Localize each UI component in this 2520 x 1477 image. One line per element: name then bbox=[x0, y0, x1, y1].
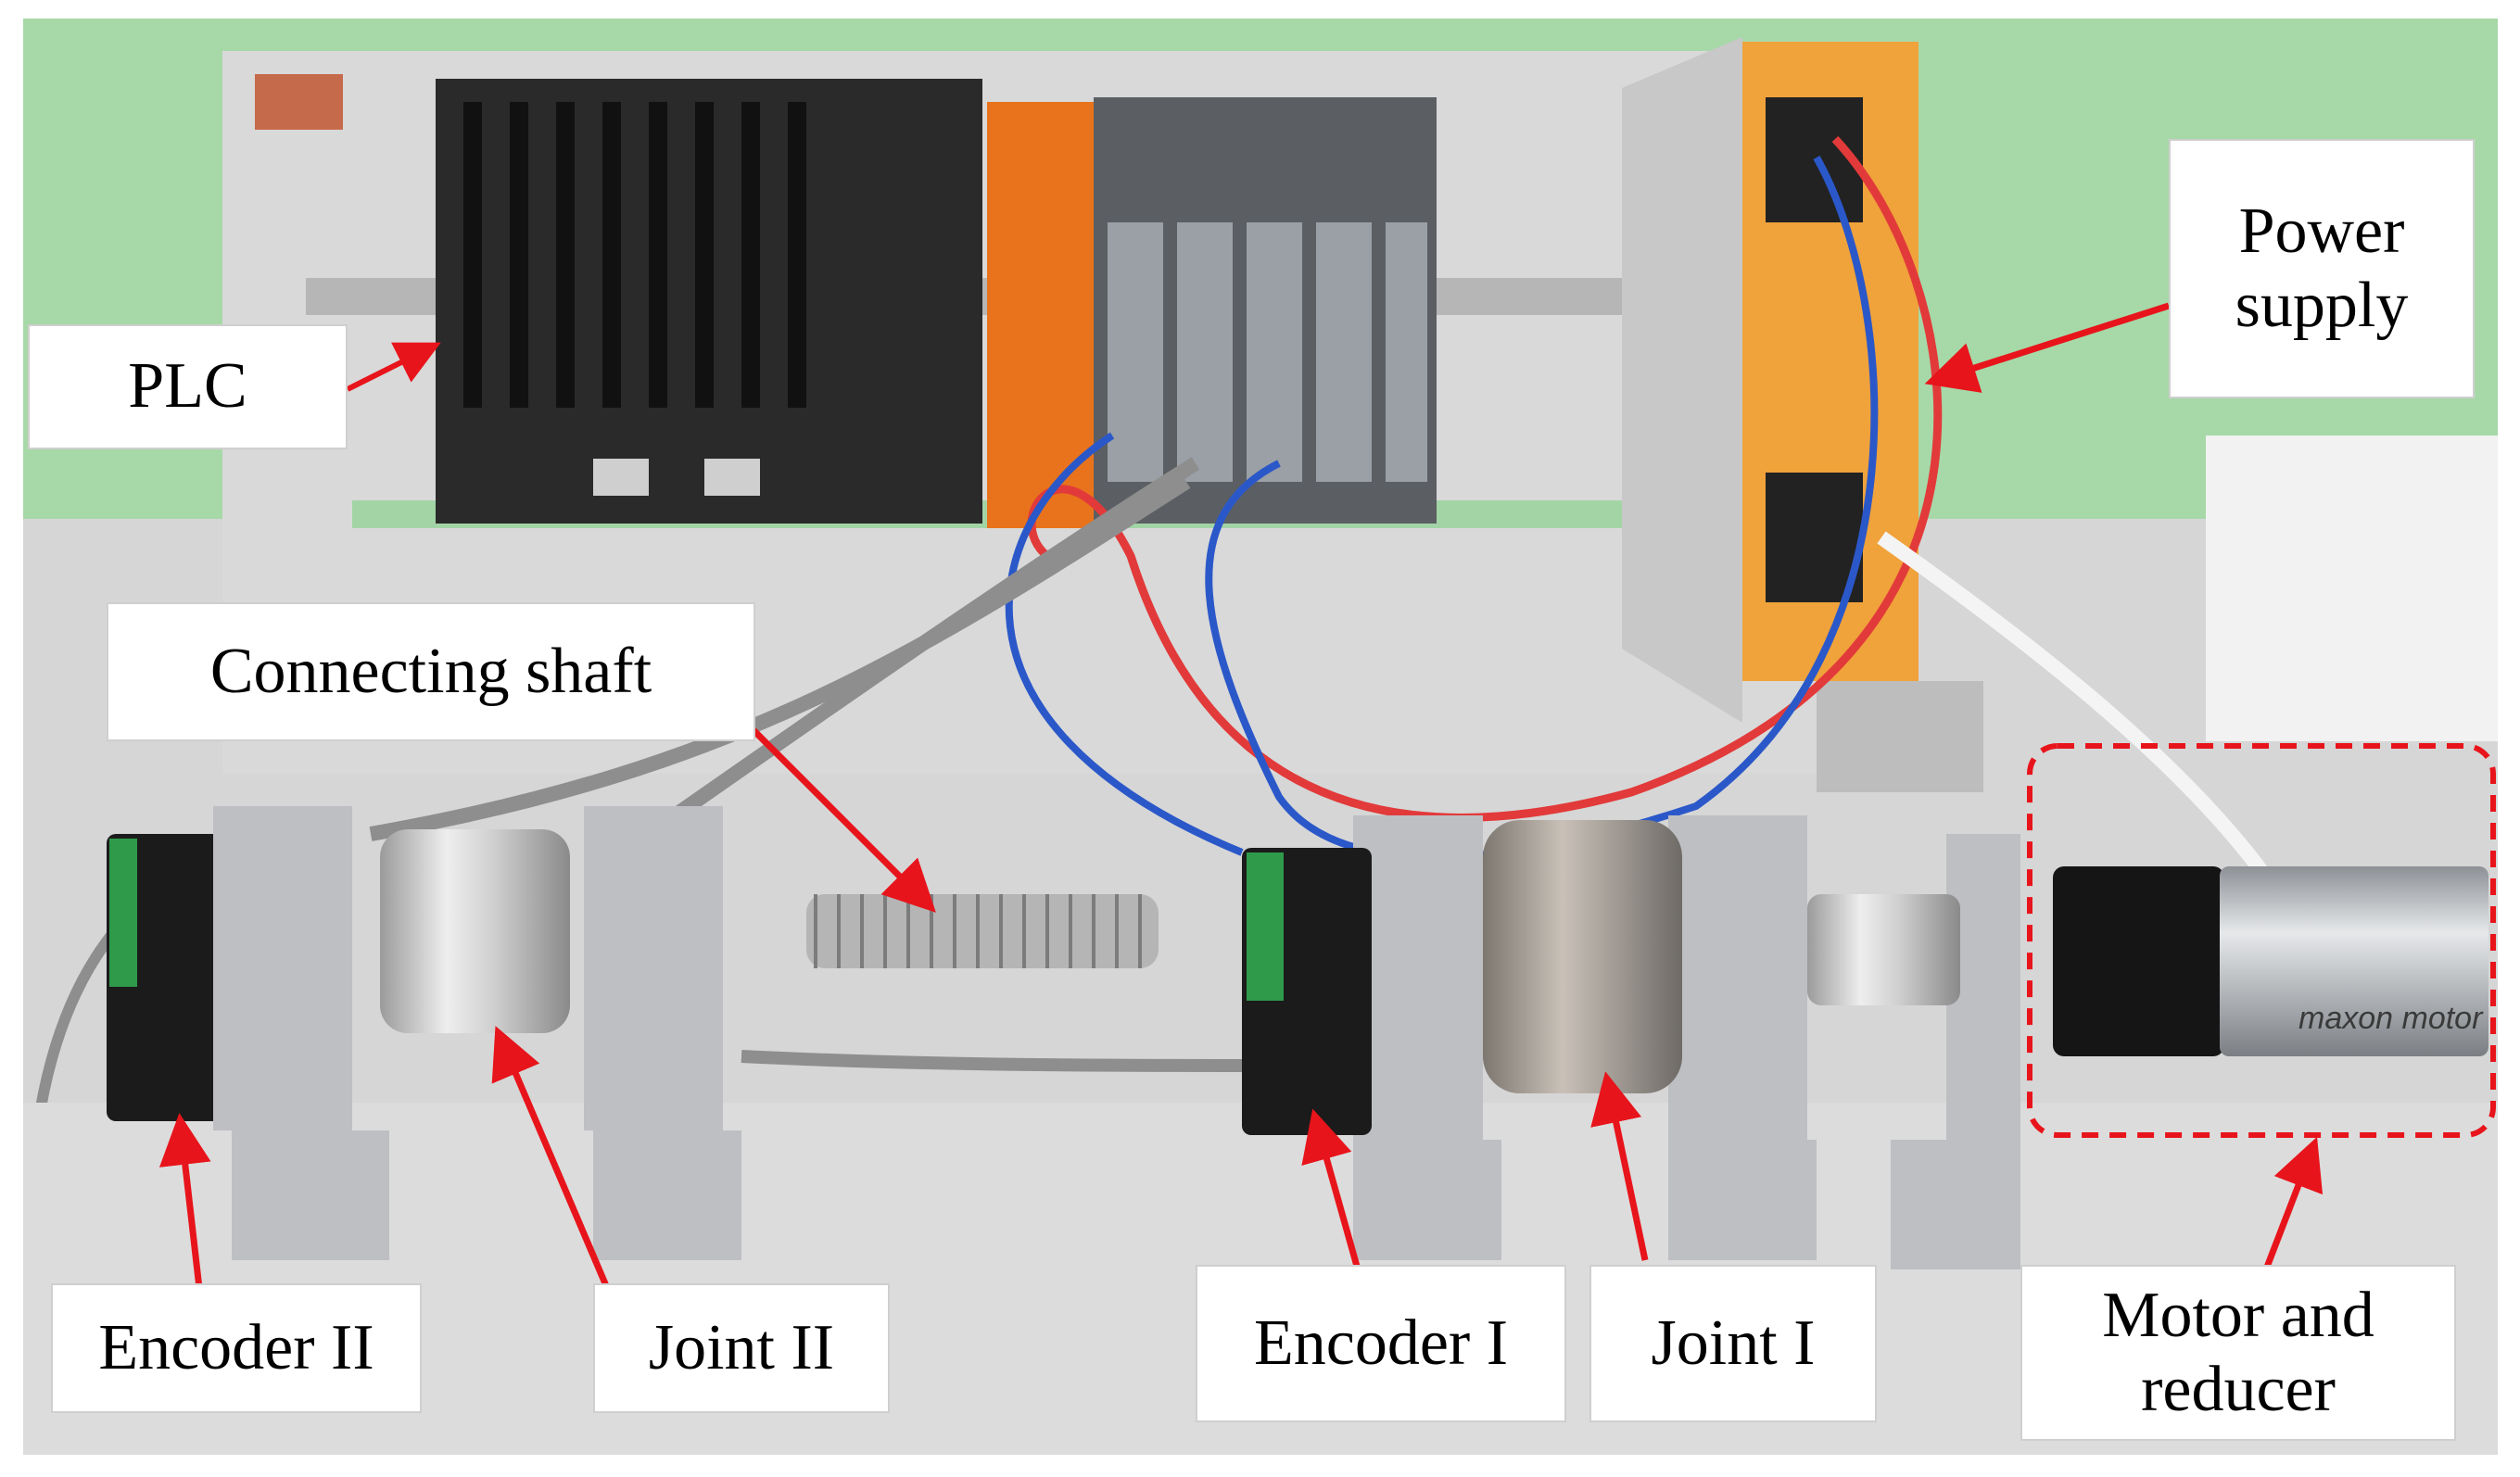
motor-black-section bbox=[2053, 866, 2224, 1056]
label-encoder-i: Encoder I bbox=[1196, 1265, 1566, 1422]
label-encoder-i-text: Encoder I bbox=[1253, 1307, 1509, 1379]
grey-cable-2 bbox=[369, 475, 1191, 841]
label-plc: PLC bbox=[28, 324, 348, 449]
shaft-coupling bbox=[1807, 894, 1960, 1005]
bracket-4 bbox=[1668, 815, 1817, 1260]
plc-vents bbox=[463, 102, 806, 408]
io-terminals bbox=[1108, 222, 1427, 482]
label-motor-and-reducer-line-2: reducer bbox=[2141, 1354, 2336, 1425]
encoder-i-sticker bbox=[1247, 852, 1284, 1001]
grey-cable-3 bbox=[741, 1050, 1271, 1072]
arrow-joint-ii bbox=[491, 1026, 611, 1290]
label-joint-i-text: Joint I bbox=[1651, 1307, 1816, 1379]
joint-ii bbox=[380, 829, 570, 1033]
joint-i bbox=[1483, 820, 1682, 1093]
bracket-2 bbox=[584, 806, 741, 1260]
psu-bracket bbox=[1622, 37, 1742, 723]
label-encoder-ii-text: Encoder II bbox=[98, 1311, 374, 1383]
blue-wire-2 bbox=[1005, 432, 1244, 856]
label-power-supply-line-1: Power bbox=[2238, 195, 2405, 267]
white-cable bbox=[1877, 531, 2268, 876]
label-connecting-shaft-text: Connecting shaft bbox=[209, 635, 652, 707]
label-connecting-shaft: Connecting shaft bbox=[107, 602, 755, 741]
motor-brand-text: maxon motor bbox=[2298, 1001, 2484, 1036]
label-motor-and-reducer-line-1: Motor and bbox=[2102, 1279, 2374, 1351]
encoder-ii-body bbox=[107, 834, 241, 1121]
arrow-power-supply bbox=[1924, 302, 2171, 393]
connecting-shaft bbox=[806, 894, 1159, 968]
label-motor-and-reducer: Motor and reducer bbox=[2020, 1265, 2456, 1441]
label-joint-ii: Joint II bbox=[593, 1283, 890, 1413]
psu-base bbox=[1817, 681, 1983, 792]
encoder-ii-sticker bbox=[109, 839, 137, 987]
label-power-supply: Power supply bbox=[2169, 139, 2475, 398]
psu-input-terminal bbox=[1766, 473, 1863, 602]
label-encoder-ii: Encoder II bbox=[51, 1283, 422, 1413]
arrow-encoder-i bbox=[1301, 1108, 1361, 1270]
label-plc-text: PLC bbox=[128, 350, 247, 423]
bracket-5 bbox=[1891, 834, 2020, 1269]
arrow-motor bbox=[2262, 1136, 2324, 1271]
orange-module bbox=[987, 102, 1094, 528]
maxon-motor bbox=[2220, 866, 2488, 1056]
arrow-joint-i bbox=[1590, 1071, 1649, 1261]
arrow-connecting-shaft bbox=[739, 715, 936, 913]
paper-stack bbox=[2206, 436, 2498, 741]
plc-ethernet-port-1 bbox=[593, 459, 649, 496]
arrow-plc bbox=[346, 342, 441, 392]
label-joint-i: Joint I bbox=[1589, 1265, 1877, 1422]
bracket-1 bbox=[213, 806, 389, 1260]
label-power-supply-line-2: supply bbox=[2235, 270, 2409, 341]
label-joint-ii-text: Joint II bbox=[648, 1311, 835, 1383]
arrow-encoder-ii bbox=[158, 1113, 211, 1289]
bracket-3 bbox=[1353, 815, 1501, 1260]
motor-dashed-box bbox=[2027, 743, 2496, 1138]
plc-ethernet-port-2 bbox=[704, 459, 760, 496]
panel-logo bbox=[255, 74, 343, 130]
